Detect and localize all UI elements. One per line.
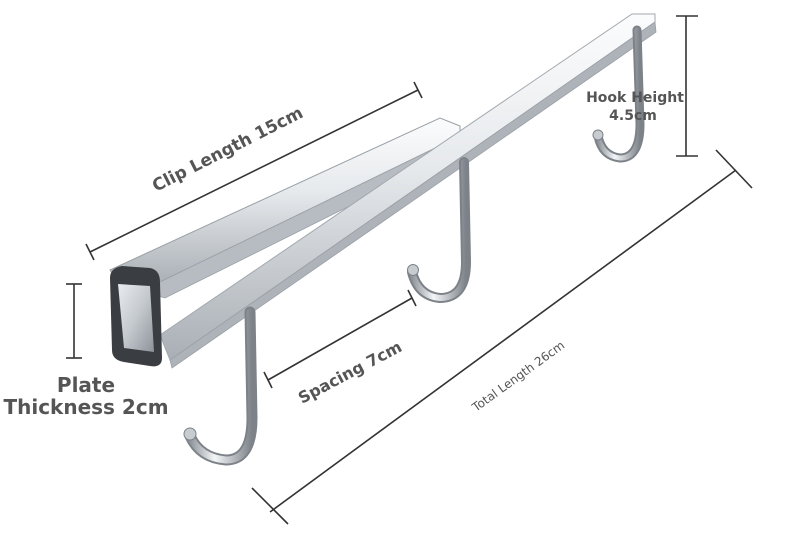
main-bar [159,13,657,369]
dimension-plate-thickness: Plate Thickness 2cm [3,283,169,419]
hook-right [592,25,645,163]
total-length-label: Total Length 26cm [469,338,568,415]
hook-middle [407,157,472,304]
hook-left [183,306,258,466]
dimension-hook-height: Hook Height 4.5cm [586,15,698,157]
spacing-label: Spacing 7cm [295,337,405,408]
plate-thickness-label-line2: Thickness 2cm [3,395,168,419]
clip-folded-end [110,266,162,367]
hook-height-label-line2: 4.5cm [609,108,657,124]
hook-height-label-line1: Hook Height [586,90,684,106]
dimension-spacing: Spacing 7cm [263,289,417,408]
plate-thickness-label-line1: Plate [57,373,115,397]
clip-length-label: Clip Length 15cm [149,103,306,196]
